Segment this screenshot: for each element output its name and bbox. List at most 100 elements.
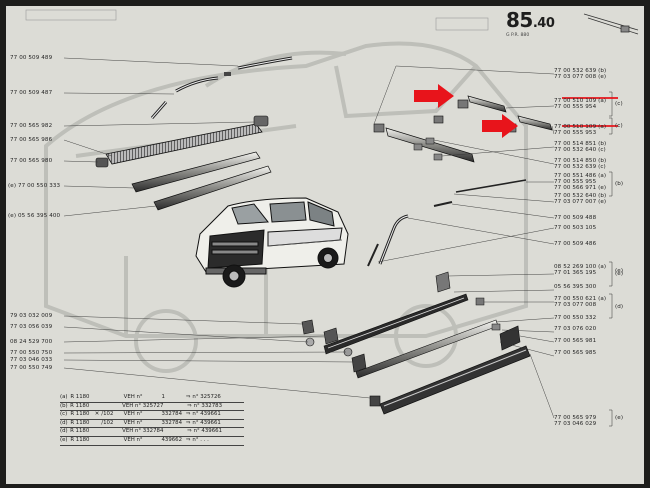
table-cell	[101, 437, 123, 445]
right-part-number-9: 77 00 509 486	[554, 241, 596, 247]
right-part-number-line: 77 00 555 953	[554, 130, 597, 137]
right-part-number-13: 77 00 550 332	[554, 315, 596, 321]
right-part-number-line: 77 00 555 954	[554, 104, 597, 111]
right-part-number-line: 77 00 509 488	[554, 215, 597, 221]
left-part-number-line: (e) 05 56 395 400	[8, 213, 61, 219]
right-part-number-10: 08 52 269 100 (a)77 01 365 195	[554, 264, 606, 276]
table-cell	[93, 437, 102, 445]
right-part-number-line: 77 03 077 008	[554, 302, 597, 309]
left-part-number-3: 77 00 565 986	[10, 137, 52, 143]
table-cell: n° 332783	[193, 402, 223, 409]
table-cell	[100, 403, 122, 411]
bracket-letter: (e)	[615, 271, 624, 277]
right-part-number-line: 77 00 514 851 (b)	[554, 141, 607, 147]
sill-clips	[301, 271, 451, 373]
table-cell	[92, 403, 100, 411]
table-cell: VEH n°	[123, 394, 143, 400]
table-cell: (c)	[60, 411, 68, 418]
bracket-letter: (d)	[615, 304, 624, 310]
left-part-number-7: 79 03 032 009	[10, 313, 52, 319]
left-part-number-line: 77 00 565 986	[10, 137, 53, 143]
table-cell: VEH n°	[123, 411, 143, 418]
right-part-number-15: 77 00 565 981	[554, 338, 596, 344]
left-part-number-6: (e) 05 56 395 400	[8, 213, 60, 219]
left-part-number-4: 77 00 565 980	[10, 158, 52, 164]
table-cell	[163, 403, 185, 411]
left-part-number-line: 77 00 565 982	[10, 123, 53, 129]
table-cell: (a)	[60, 394, 68, 400]
right-part-number-14: 77 03 076 020	[554, 326, 596, 332]
table-cell: R 1180	[70, 419, 90, 426]
table-cell: R 1180	[70, 411, 90, 418]
table-cell: ⇒	[185, 419, 191, 426]
gutter-moulding-long	[373, 115, 475, 163]
right-part-number-7: 77 00 509 488	[554, 215, 596, 221]
right-part-number-16: 77 00 565 985	[554, 350, 596, 356]
left-part-number-line: 77 00 550 749	[10, 365, 53, 371]
page-ref: G P.R. 880	[506, 33, 530, 38]
right-part-number-line: 77 00 510 109 (a)	[554, 98, 607, 104]
table-cell: 332784	[161, 419, 183, 426]
left-part-number-12: 77 00 550 749	[10, 365, 52, 371]
table-cell: /102	[101, 411, 114, 418]
right-part-number-line: 77 00 565 979	[554, 415, 597, 421]
right-part-number-line: 77 00 532 639 (b)	[554, 68, 607, 74]
left-part-number-line: 77 00 509 487	[10, 90, 53, 96]
table-cell	[100, 428, 122, 436]
table-cell: (d)	[60, 428, 68, 435]
left-part-number-10: 77 00 550 750	[10, 350, 52, 356]
table-cell: n° 439661	[192, 419, 221, 426]
table-cell	[93, 420, 102, 428]
leader-lines-right	[373, 65, 555, 419]
roof-rail-moulding-upper	[150, 56, 293, 119]
table-cell: R 1180	[70, 428, 90, 435]
right-part-number-line: 77 03 077 008 (e)	[554, 74, 607, 81]
exploded-diagram	[25, 9, 639, 427]
table-cell: n° 439661	[192, 411, 221, 418]
right-part-number-line: 77 00 566 971 (e)	[554, 185, 607, 192]
right-part-number-line: 77 00 565 981	[554, 338, 597, 344]
right-part-number-line: 77 03 076 020	[554, 326, 597, 332]
table-cell: ⇒	[187, 402, 192, 409]
bracket-letter: (c)	[615, 123, 623, 129]
right-part-number-line: 77 00 555 955	[554, 179, 597, 186]
right-part-number-line: 77 00 514 850 (b)	[554, 158, 607, 164]
left-part-number-1: 77 00 509 487	[10, 90, 52, 96]
red-arrow-1	[414, 84, 618, 108]
right-part-number-8: 77 00 503 105	[554, 225, 596, 231]
header-marks	[25, 9, 489, 31]
bracket-letter: (e)	[615, 268, 624, 274]
table-cell: VEH n° 332784	[122, 428, 164, 435]
left-part-number-0: 77 00 509 489	[10, 55, 52, 61]
left-part-number-9: 08 24 529 700	[10, 339, 52, 345]
table-cell: ⇒	[187, 428, 192, 435]
ghost-car-outline	[44, 41, 528, 373]
right-part-number-line: 77 03 077 007 (e)	[554, 199, 607, 206]
table-cell: /102	[101, 419, 114, 426]
table-cell: 1	[161, 394, 165, 400]
table-cell: ⇒	[185, 436, 191, 443]
table-cell: (b)	[60, 402, 68, 409]
group-brackets	[609, 91, 613, 427]
left-part-number-line: 77 00 565 980	[10, 158, 53, 164]
bracket-letter: (e)	[615, 415, 624, 421]
left-part-number-line: (e) 77 00 550 333	[8, 183, 61, 189]
right-part-number-line: 77 00 565 985	[554, 350, 597, 356]
table-cell	[93, 394, 102, 402]
right-part-number-line: 77 00 532 640 (c)	[554, 147, 606, 154]
table-cell: VEH n° 325727	[122, 402, 164, 409]
right-part-number-4: 77 00 514 850 (b)77 00 532 639 (c)	[554, 158, 606, 170]
right-part-number-line: 77 03 046 029	[554, 421, 597, 428]
car-illustration	[195, 197, 349, 288]
left-part-number-line: 77 00 550 750	[10, 350, 53, 356]
right-part-number-line: 77 00 550 332	[554, 315, 597, 321]
left-part-number-line: 08 24 529 700	[10, 339, 53, 345]
left-part-number-line: 77 00 509 489	[10, 55, 53, 61]
table-cell: R 1180	[70, 436, 90, 443]
thin-beading-strip	[367, 179, 527, 267]
